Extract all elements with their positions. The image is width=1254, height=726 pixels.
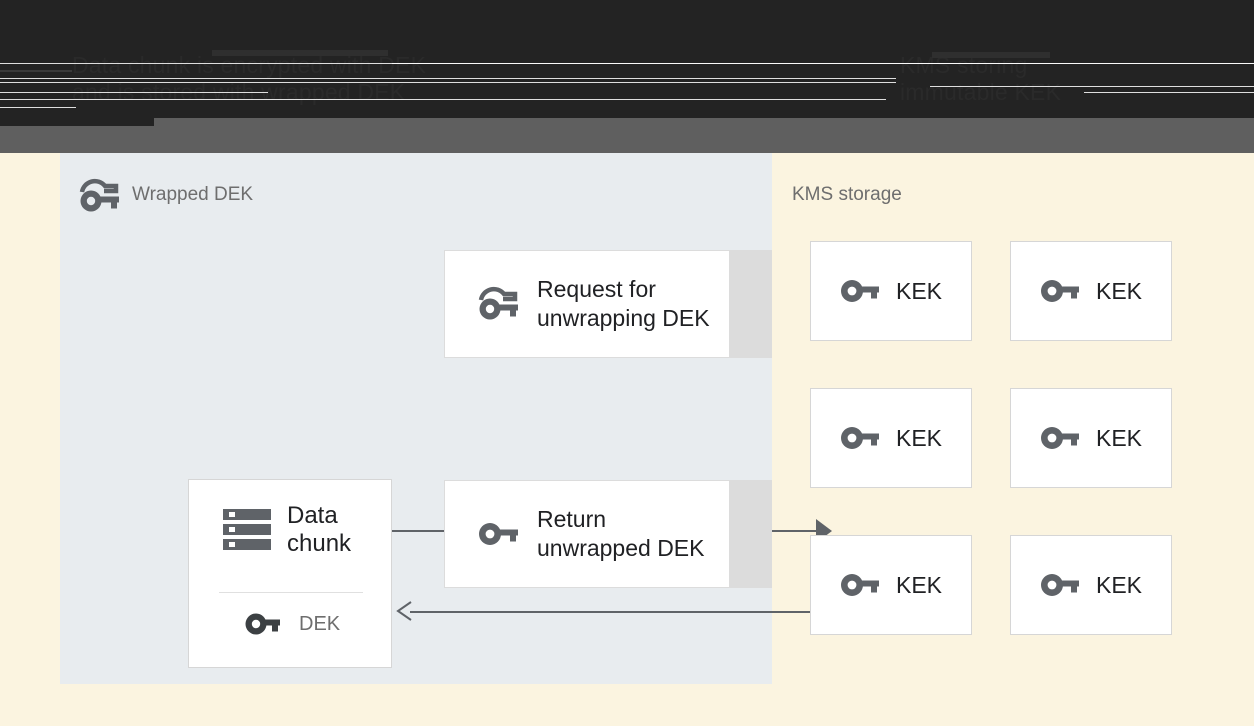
banner-artifact-line — [0, 99, 886, 100]
banner-caption-right: KMS storing immutable KEK — [900, 52, 1062, 105]
return-card-edge-strip — [730, 480, 772, 588]
kek-label: KEK — [1095, 424, 1143, 451]
request-unwrap-label: Request for unwrapping DEK — [537, 276, 710, 331]
banner-gray-band — [0, 118, 1254, 153]
data-chunk-label: Data chunk — [287, 502, 352, 557]
kek-label: KEK — [1095, 277, 1143, 304]
banner-artifact-line — [392, 63, 1254, 64]
return-unwrapped-label: Return unwrapped DEK — [537, 506, 705, 561]
data-chunk-divider — [219, 592, 363, 593]
data-chunk-card[interactable]: Data chunk DEK — [188, 479, 392, 668]
wrapped-dek-panel-title: Wrapped DEK — [132, 184, 254, 205]
key-icon — [1040, 424, 1080, 452]
banner-artifact-line — [0, 118, 154, 126]
wrapped-key-icon — [477, 286, 519, 321]
banner-artifact-line — [0, 92, 268, 93]
kek-card-grid: KEK KEK — [810, 241, 1210, 635]
banner-artifact-line — [0, 82, 896, 83]
banner-artifact-line — [930, 86, 1254, 87]
wrapped-key-icon — [78, 178, 120, 213]
kms-storage-area: KMS storage KEK — [772, 153, 1254, 726]
kms-storage-title: KMS storage — [792, 184, 902, 205]
data-chunk-icon — [221, 506, 273, 554]
key-icon — [1040, 571, 1080, 599]
return-arrow-head-icon — [396, 601, 412, 621]
wrapped-dek-panel: Wrapped DEK Data chunk — [60, 153, 832, 684]
kek-card[interactable]: KEK — [810, 388, 972, 488]
data-chunk-row: Data chunk — [189, 502, 391, 558]
kek-card[interactable]: KEK — [1010, 535, 1172, 635]
key-icon — [1040, 277, 1080, 305]
request-unwrap-card[interactable]: Request for unwrapping DEK — [444, 250, 730, 358]
kek-label: KEK — [895, 571, 943, 598]
data-chunk-dek-label: DEK — [299, 612, 341, 635]
banner-artifact-line — [0, 78, 896, 79]
key-icon — [477, 520, 519, 548]
banner-artifact-line — [0, 70, 72, 72]
banner-artifact-line — [1084, 92, 1254, 93]
key-icon — [840, 277, 880, 305]
kek-card[interactable]: KEK — [1010, 388, 1172, 488]
key-icon — [840, 424, 880, 452]
return-arrow-line — [410, 611, 832, 613]
banner-artifact-line — [932, 52, 1050, 58]
kek-card[interactable]: KEK — [810, 535, 972, 635]
data-chunk-dek-row: DEK — [189, 611, 391, 637]
return-unwrapped-card[interactable]: Return unwrapped DEK — [444, 480, 730, 588]
banner-artifact-line — [212, 50, 388, 56]
key-icon — [840, 571, 880, 599]
kek-label: KEK — [895, 424, 943, 451]
request-card-edge-strip — [730, 250, 772, 358]
kek-card[interactable]: KEK — [1010, 241, 1172, 341]
banner-dark-band — [0, 0, 1254, 118]
kek-card[interactable]: KEK — [810, 241, 972, 341]
key-icon — [245, 611, 281, 637]
kek-label: KEK — [895, 277, 943, 304]
banner-caption-left: Data chunk is encrypted with DEK and is … — [72, 52, 427, 105]
banner-artifact-line — [0, 107, 76, 108]
kek-label: KEK — [1095, 571, 1143, 598]
